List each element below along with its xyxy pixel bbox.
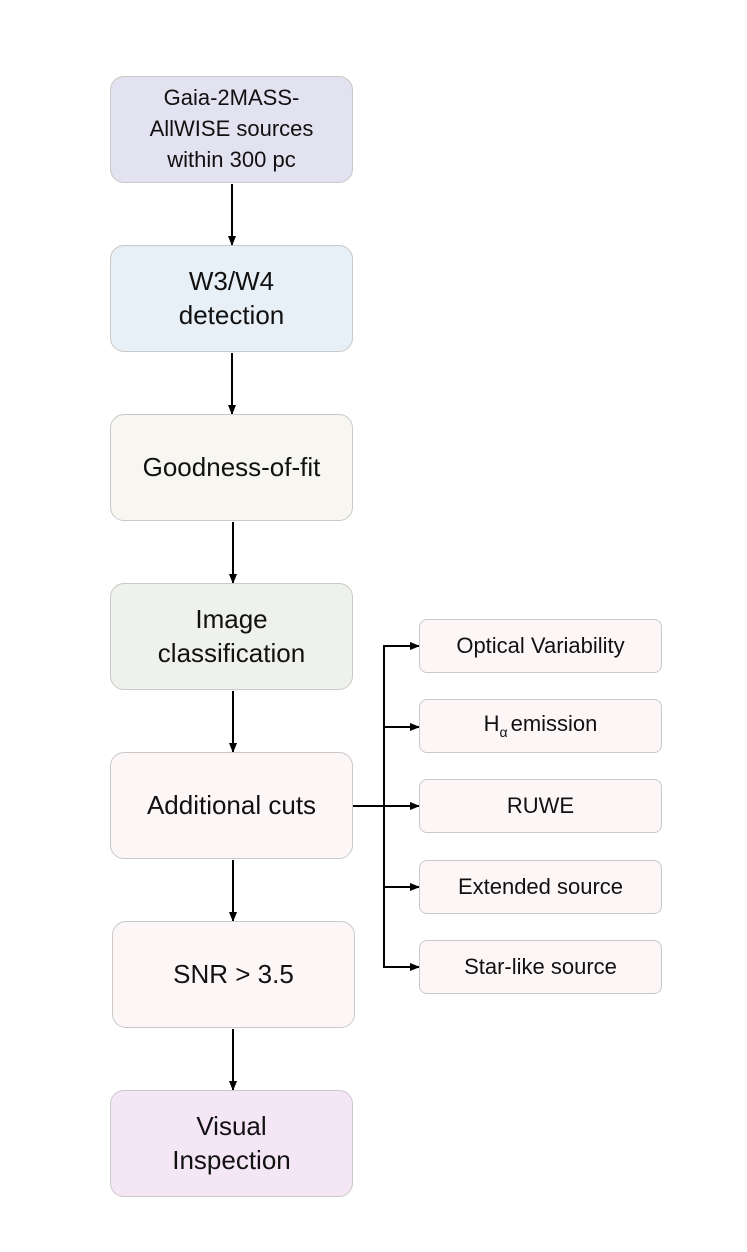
cut-star-like-source: Star-like source [419,940,662,994]
step-visual-inspection: Visual Inspection [110,1090,353,1197]
step-goodness-of-fit: Goodness-of-fit [110,414,353,521]
cut-halpha-letter: H [483,711,500,737]
cut-ruwe-label: RUWE [506,792,575,818]
step-goodness-of-fit-label: Goodness-of-fit [142,451,321,482]
step-additional-cuts: Additional cuts [110,752,353,859]
step-additional-cuts-label: Additional cuts [146,789,317,820]
cut-star-like-source-label: Star-like source [464,953,617,979]
cut-extended-source-label: Extended source [457,873,624,899]
cut-optical-variability-label: Optical Variability [456,632,625,658]
cut-halpha-subscript: α [499,724,508,741]
step-image-classification: Image classification [110,583,353,690]
step-w3w4-detection: W3/W4 detection [110,245,353,352]
cut-halpha-suffix: emission [510,711,598,737]
cut-optical-variability: Optical Variability [419,619,662,673]
step-visual-inspection-label: Visual Inspection [172,1110,291,1175]
step-image-classification-label: Image classification [157,603,306,668]
step-gaia-sources-label: Gaia-2MASS- AllWISE sources within 300 p… [149,85,314,172]
step-gaia-sources: Gaia-2MASS- AllWISE sources within 300 p… [110,76,353,183]
step-w3w4-detection-label: W3/W4 detection [178,265,285,330]
cut-ruwe: RUWE [419,779,662,833]
step-snr-cut-label: SNR > 3.5 [173,958,294,989]
cut-extended-source: Extended source [419,860,662,914]
step-snr-cut: SNR > 3.5 [112,921,355,1028]
